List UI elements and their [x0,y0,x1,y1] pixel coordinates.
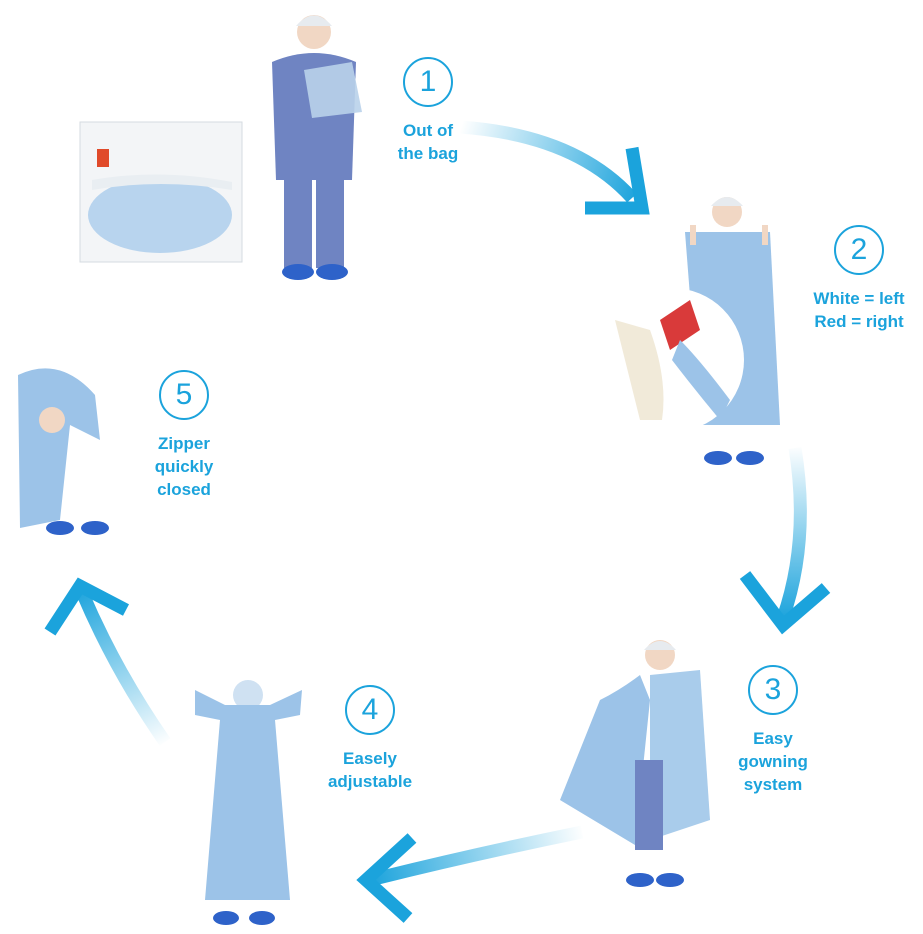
step-5: 5 Zipper quickly closed [124,370,244,501]
step-1-number-badge: 1 [403,57,453,107]
step-5-number-badge: 5 [159,370,209,420]
step-1-caption: Out of the bag [368,119,488,165]
arrow-2-to-3 [745,448,826,625]
person-step-5-image [18,368,109,535]
step-1-caption-line-2: the bag [368,142,488,165]
step-4-caption-line-1: Easely [310,747,430,770]
step-1: 1 Out of the bag [368,57,488,165]
step-2-caption: White = left Red = right [800,287,918,333]
step-3-caption: Easy gowning system [713,727,833,796]
step-2-caption-line-1: White = left [800,287,918,310]
step-4-caption: Easely adjustable [310,747,430,793]
person-step-1-image [272,15,362,280]
arrow-4-to-5 [50,586,165,742]
step-3: 3 Easy gowning system [713,665,833,796]
step-2-caption-line-2: Red = right [800,310,918,333]
step-2-number-badge: 2 [834,225,884,275]
person-step-4-image [195,680,302,925]
step-3-caption-line-2: gowning [713,750,833,773]
step-5-caption-line-2: quickly [124,455,244,478]
step-3-caption-line-1: Easy [713,727,833,750]
person-step-3-image [560,640,710,887]
step-2: 2 White = left Red = right [800,225,918,333]
step-4-caption-line-2: adjustable [310,770,430,793]
arrow-3-to-4 [366,832,582,918]
step-3-number-badge: 3 [748,665,798,715]
step-3-caption-line-3: system [713,773,833,796]
step-1-caption-line-1: Out of [368,119,488,142]
step-5-caption-line-3: closed [124,478,244,501]
gown-bag-image [80,122,242,262]
glove-closeup-inset-image [600,288,744,432]
step-5-caption-line-1: Zipper [124,432,244,455]
step-4: 4 Easely adjustable [310,685,430,793]
step-4-number-badge: 4 [345,685,395,735]
step-5-caption: Zipper quickly closed [124,432,244,501]
